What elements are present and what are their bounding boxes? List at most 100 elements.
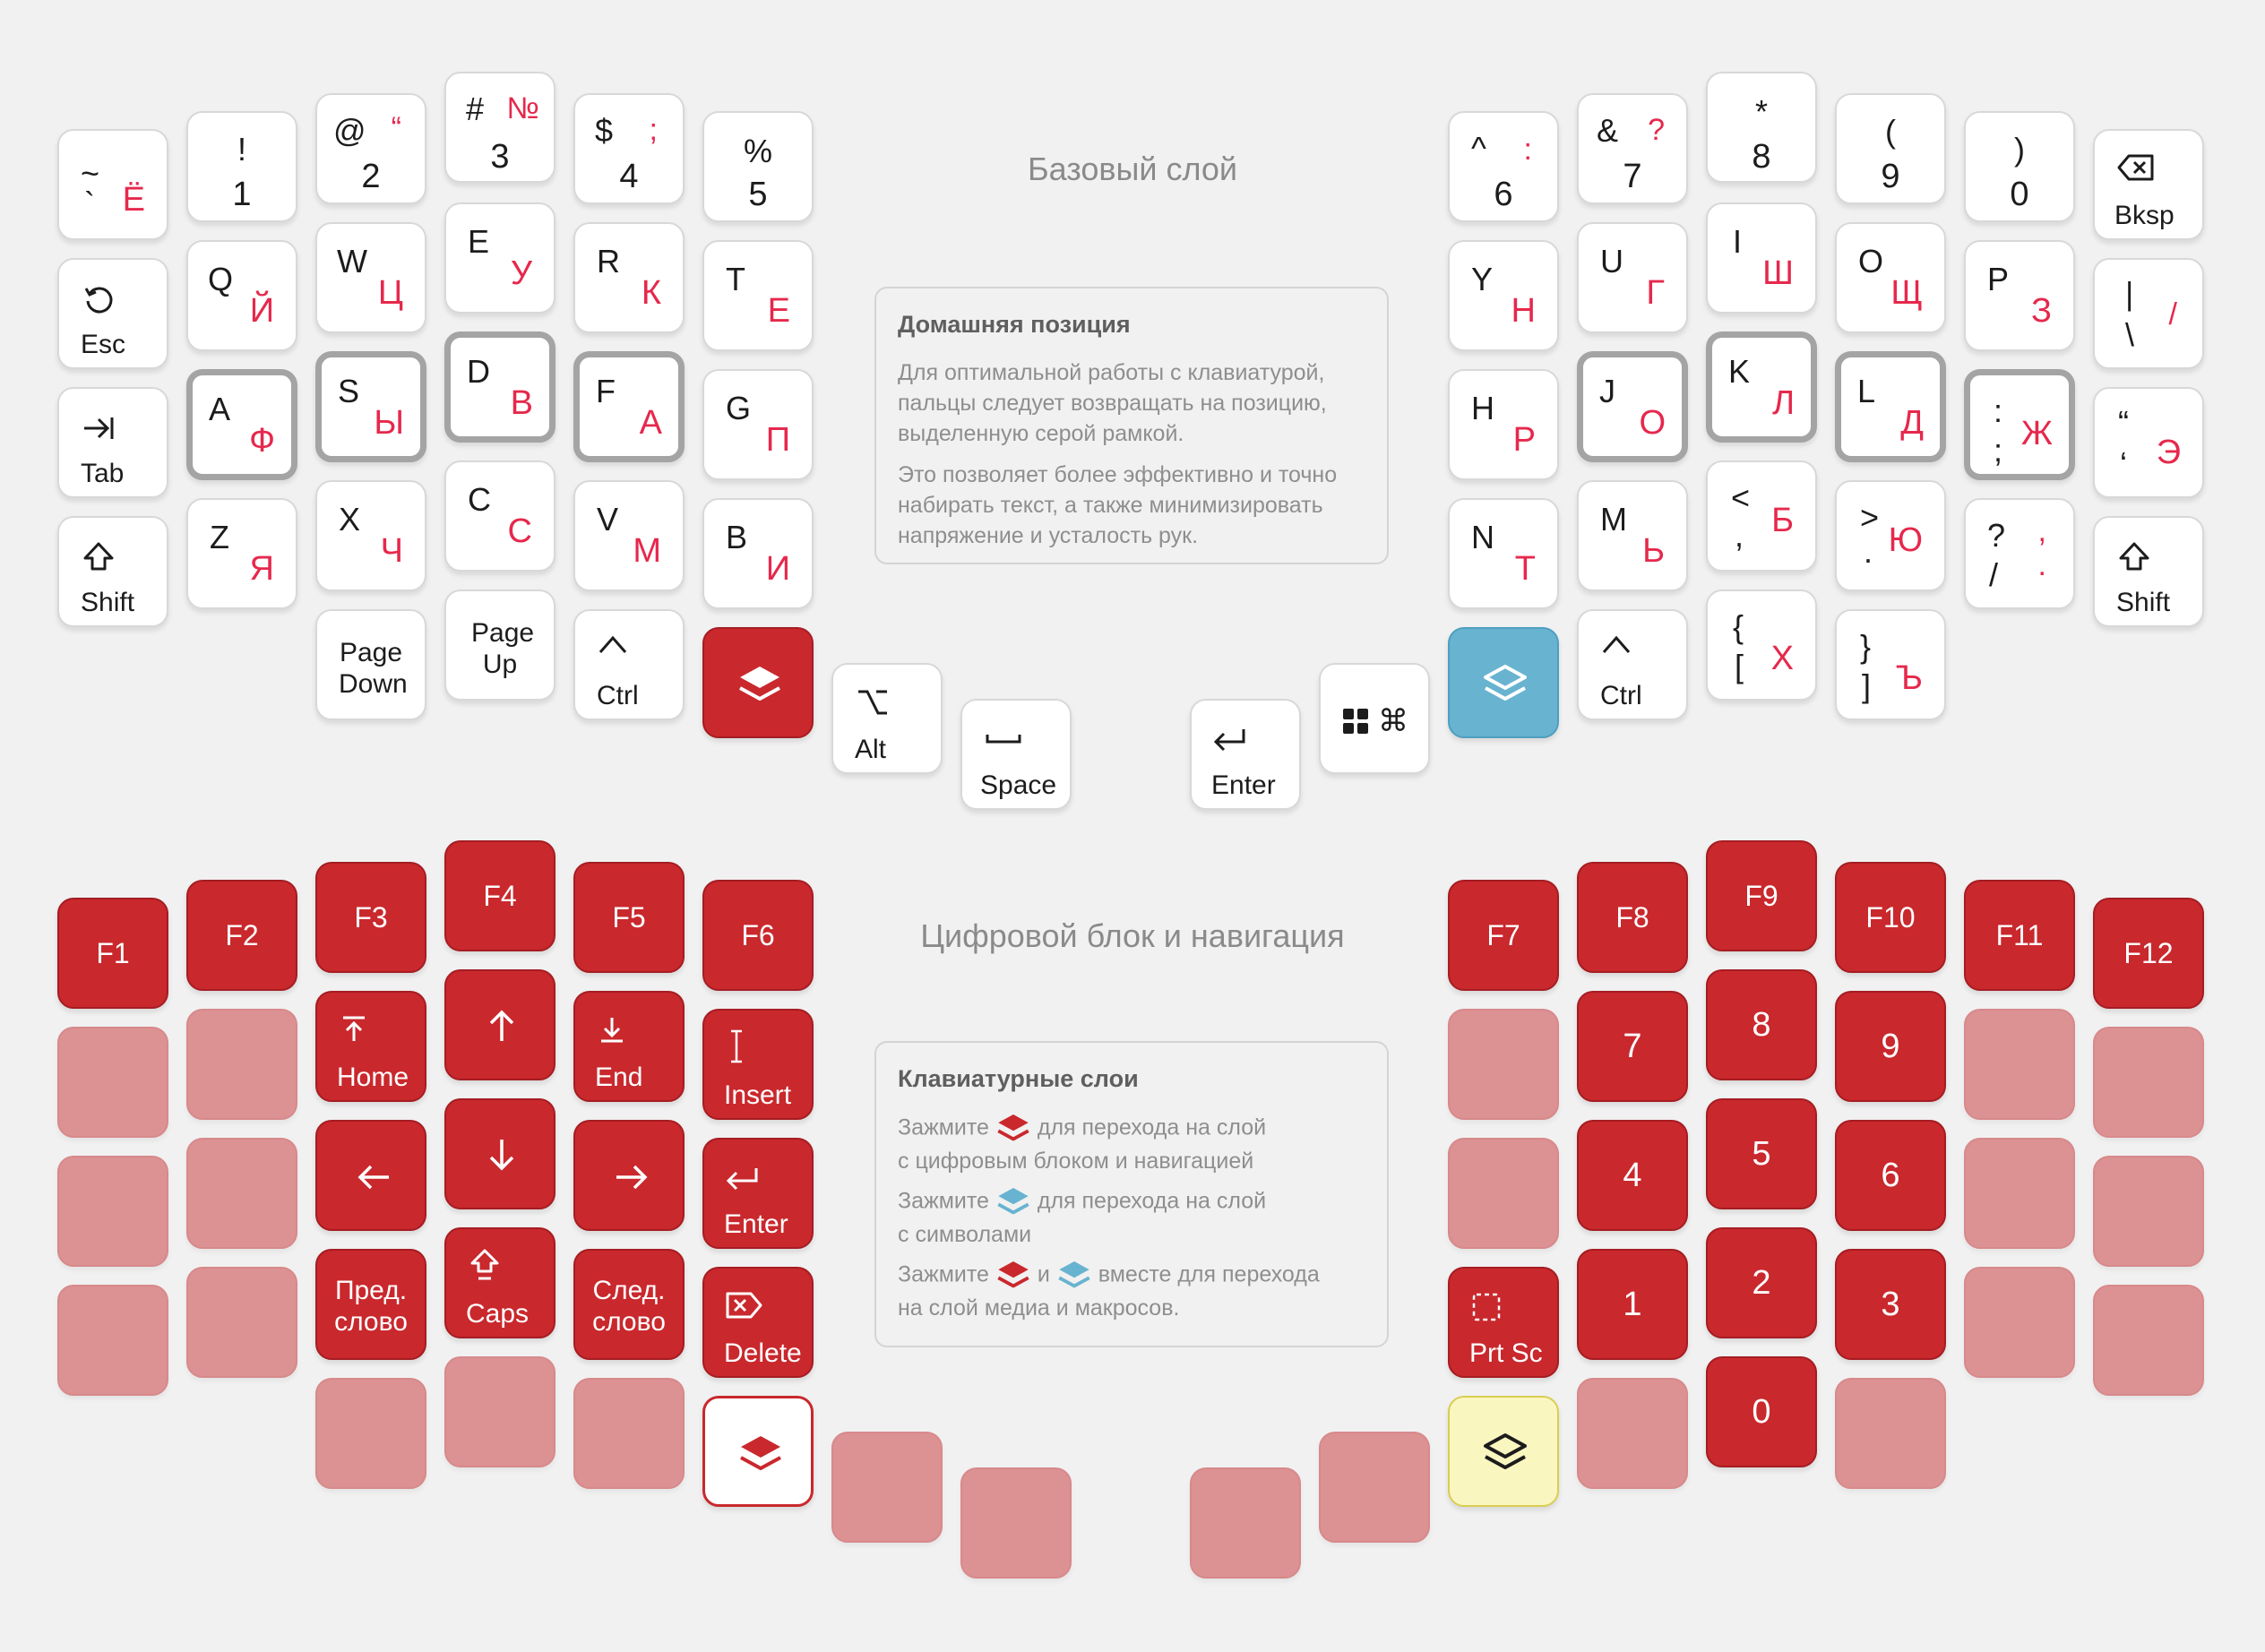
key-o[interactable]: O Щ — [1835, 222, 1946, 333]
key-8[interactable]: * 8 — [1706, 72, 1817, 183]
key-num-8[interactable]: 8 — [1706, 969, 1817, 1080]
key-empty[interactable] — [1190, 1467, 1301, 1579]
key-f9[interactable]: F9 — [1706, 840, 1817, 951]
key-esc[interactable]: Esc — [57, 258, 168, 369]
key-next-word[interactable]: След. слово — [573, 1249, 685, 1360]
key-empty[interactable] — [1964, 1009, 2075, 1120]
key-f5[interactable]: F5 — [573, 862, 685, 973]
key-6[interactable]: ^ : 6 — [1448, 111, 1559, 222]
key-arrow-left[interactable] — [315, 1120, 426, 1231]
key-arrow-up[interactable] — [444, 969, 555, 1080]
key-5[interactable]: % 5 — [702, 111, 814, 222]
key-page-up[interactable]: Page Up — [444, 589, 555, 701]
key-y[interactable]: Y Н — [1448, 240, 1559, 351]
key-empty[interactable] — [1835, 1378, 1946, 1489]
key-empty[interactable] — [186, 1267, 297, 1378]
key-slash[interactable]: ? / , . — [1964, 498, 2075, 609]
key-num-1[interactable]: 1 — [1577, 1249, 1688, 1360]
key-shift-left[interactable]: Shift — [57, 516, 168, 627]
key-enter[interactable]: Enter — [1190, 699, 1301, 810]
key-empty[interactable] — [186, 1138, 297, 1249]
key-pipe[interactable]: | \ / — [2093, 258, 2204, 369]
key-comma[interactable]: < , Б — [1706, 460, 1817, 572]
key-home[interactable]: Home — [315, 991, 426, 1102]
key-v[interactable]: V М — [573, 480, 685, 591]
key-m[interactable]: M Ь — [1577, 480, 1688, 591]
key-t[interactable]: T Е — [702, 240, 814, 351]
key-shift-right[interactable]: Shift — [2093, 516, 2204, 627]
key-w[interactable]: W Ц — [315, 222, 426, 333]
key-layer-symbols[interactable] — [1448, 627, 1559, 738]
key-colon[interactable]: : ; Ж — [1964, 369, 2075, 480]
key-f4[interactable]: F4 — [444, 840, 555, 951]
key-empty[interactable] — [444, 1356, 555, 1467]
key-empty[interactable] — [1319, 1432, 1430, 1543]
key-c[interactable]: C С — [444, 460, 555, 572]
key-r[interactable]: R К — [573, 222, 685, 333]
key-f[interactable]: F А — [573, 351, 685, 462]
key-empty[interactable] — [2093, 1027, 2204, 1138]
key-3[interactable]: # № 3 — [444, 72, 555, 183]
key-f6[interactable]: F6 — [702, 880, 814, 991]
key-end[interactable]: End — [573, 991, 685, 1102]
key-l[interactable]: L Д — [1835, 351, 1946, 462]
key-i[interactable]: I Ш — [1706, 202, 1817, 314]
key-f12[interactable]: F12 — [2093, 898, 2204, 1009]
key-empty[interactable] — [2093, 1156, 2204, 1267]
key-empty[interactable] — [186, 1009, 297, 1120]
key-s[interactable]: S Ы — [315, 351, 426, 462]
key-p[interactable]: P З — [1964, 240, 2075, 351]
key-empty[interactable] — [315, 1378, 426, 1489]
key-ctrl-right[interactable]: Ctrl — [1577, 609, 1688, 720]
key-0[interactable]: ) 0 — [1964, 111, 2075, 222]
key-h[interactable]: H Р — [1448, 369, 1559, 480]
key-num-3[interactable]: 3 — [1835, 1249, 1946, 1360]
key-nav-enter[interactable]: Enter — [702, 1138, 814, 1249]
key-empty[interactable] — [573, 1378, 685, 1489]
key-caps[interactable]: Caps — [444, 1227, 555, 1338]
key-f11[interactable]: F11 — [1964, 880, 2075, 991]
key-empty[interactable] — [57, 1285, 168, 1396]
key-brace-right[interactable]: } ] Ъ — [1835, 609, 1946, 720]
key-b[interactable]: B И — [702, 498, 814, 609]
key-ctrl-left[interactable]: Ctrl — [573, 609, 685, 720]
key-f8[interactable]: F8 — [1577, 862, 1688, 973]
key-empty[interactable] — [57, 1027, 168, 1138]
key-d[interactable]: D В — [444, 331, 555, 443]
key-x[interactable]: X Ч — [315, 480, 426, 591]
key-gui[interactable]: ⌘ — [1319, 663, 1430, 774]
key-empty[interactable] — [2093, 1285, 2204, 1396]
key-4[interactable]: $ ; 4 — [573, 93, 685, 204]
key-num-5[interactable]: 5 — [1706, 1098, 1817, 1209]
key-space[interactable]: Space — [960, 699, 1072, 810]
key-insert[interactable]: Insert — [702, 1009, 814, 1120]
key-empty[interactable] — [57, 1156, 168, 1267]
key-f3[interactable]: F3 — [315, 862, 426, 973]
key-empty[interactable] — [1964, 1138, 2075, 1249]
key-1[interactable]: ! 1 — [186, 111, 297, 222]
key-backspace[interactable]: Bksp — [2093, 129, 2204, 240]
key-page-down[interactable]: Page Down — [315, 609, 426, 720]
key-layer-nav-active[interactable] — [702, 1396, 814, 1507]
key-num-6[interactable]: 6 — [1835, 1120, 1946, 1231]
key-7[interactable]: & ? 7 — [1577, 93, 1688, 204]
key-tab[interactable]: Tab — [57, 387, 168, 498]
key-num-9[interactable]: 9 — [1835, 991, 1946, 1102]
key-u[interactable]: U Г — [1577, 222, 1688, 333]
key-brace-left[interactable]: { [ Х — [1706, 589, 1817, 701]
key-alt[interactable]: Alt — [831, 663, 943, 774]
key-f7[interactable]: F7 — [1448, 880, 1559, 991]
key-empty[interactable] — [1964, 1267, 2075, 1378]
key-j[interactable]: J О — [1577, 351, 1688, 462]
key-empty[interactable] — [831, 1432, 943, 1543]
key-delete[interactable]: Delete — [702, 1267, 814, 1378]
key-9[interactable]: ( 9 — [1835, 93, 1946, 204]
key-z[interactable]: Z Я — [186, 498, 297, 609]
key-tilde[interactable]: ~ ` Ё — [57, 129, 168, 240]
key-q[interactable]: Q Й — [186, 240, 297, 351]
key-a[interactable]: A Ф — [186, 369, 297, 480]
key-e[interactable]: E У — [444, 202, 555, 314]
key-f10[interactable]: F10 — [1835, 862, 1946, 973]
key-num-2[interactable]: 2 — [1706, 1227, 1817, 1338]
key-prev-word[interactable]: Пред. слово — [315, 1249, 426, 1360]
